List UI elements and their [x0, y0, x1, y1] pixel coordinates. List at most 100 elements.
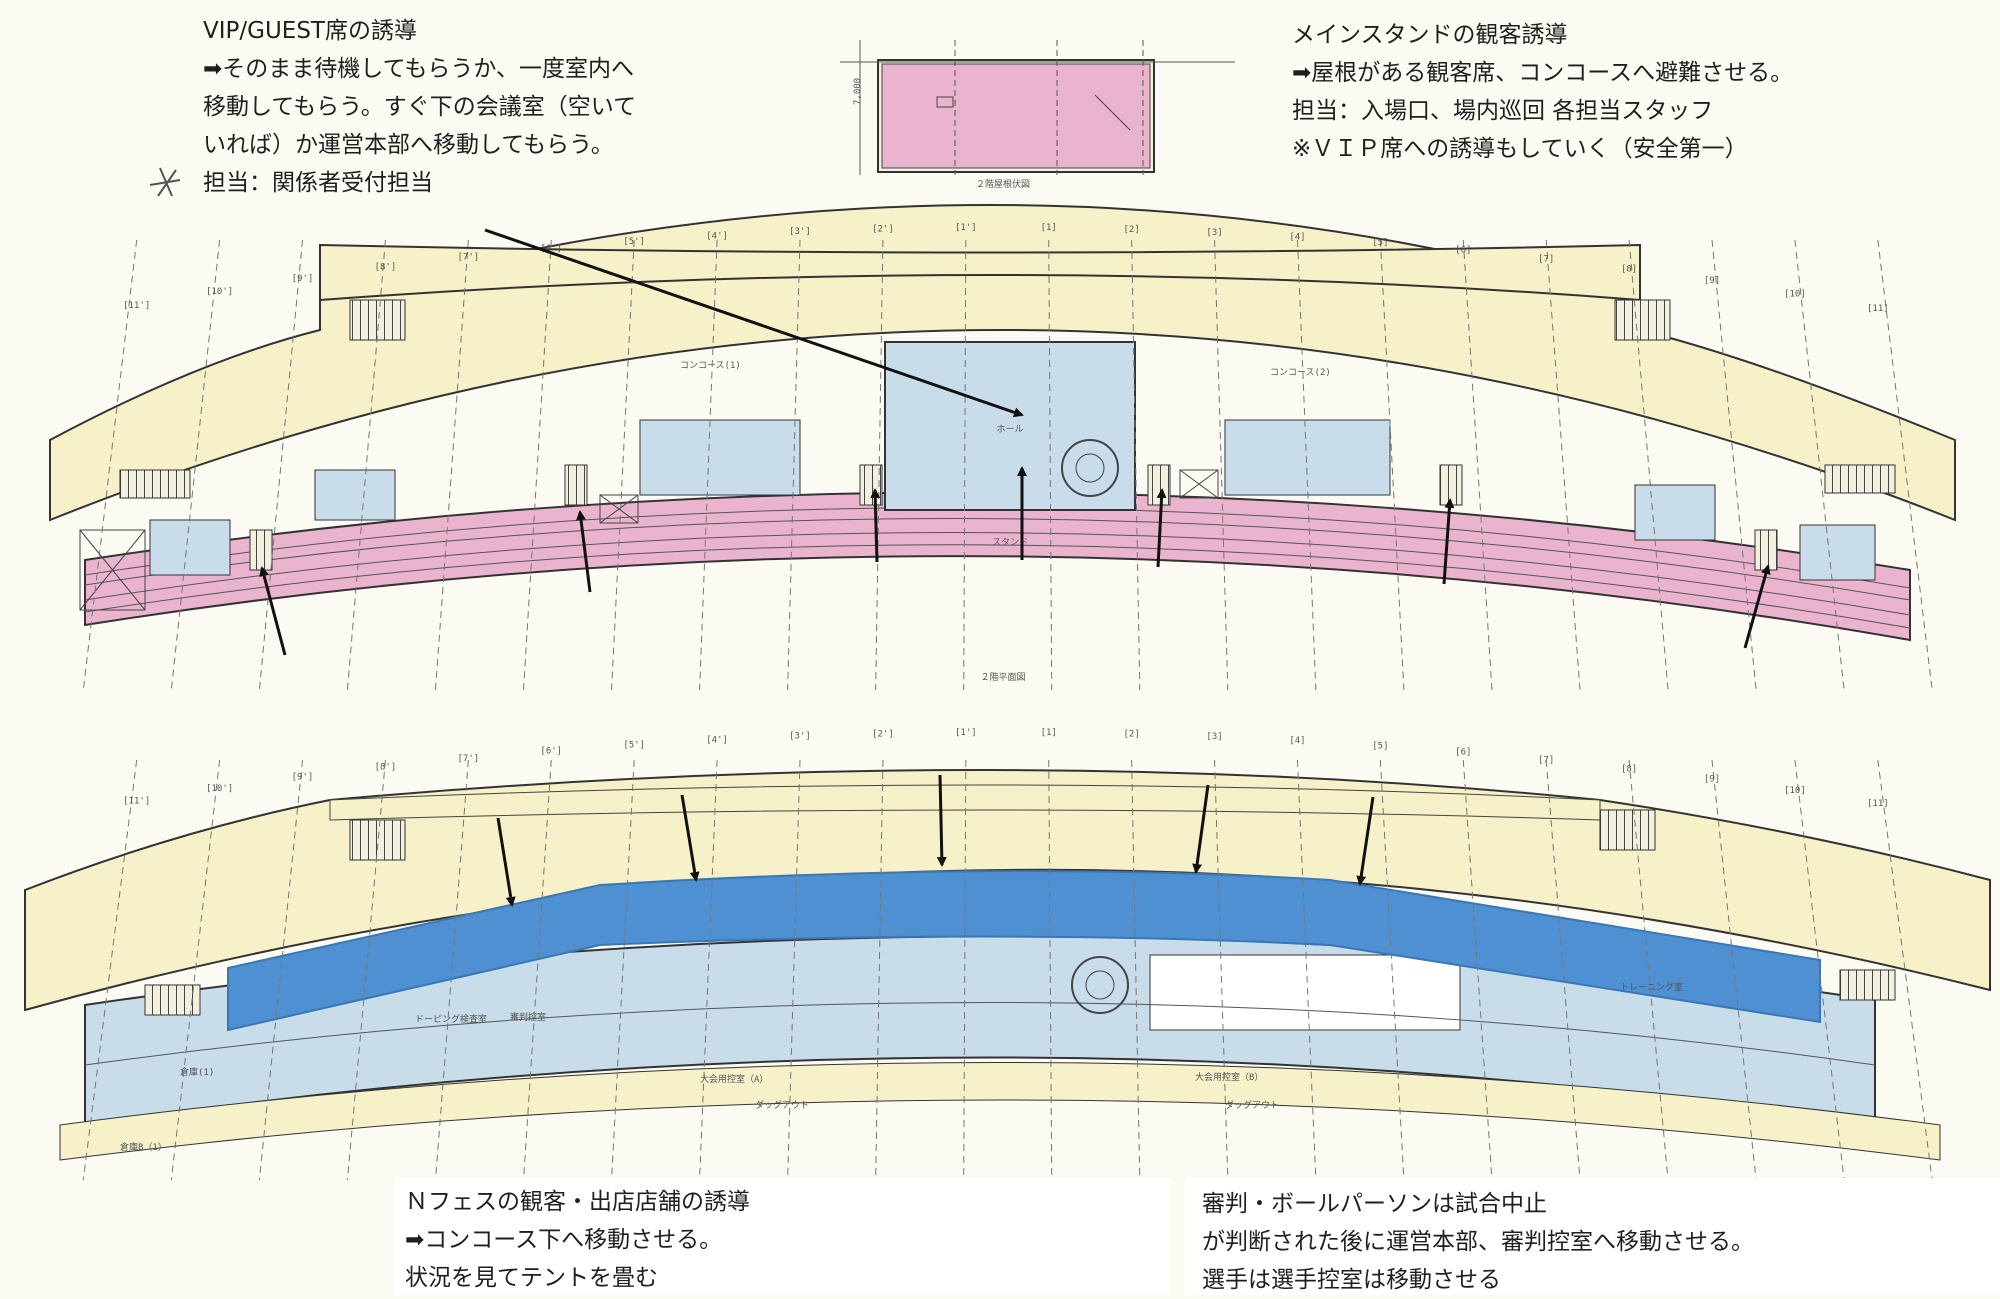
grid-label: [1]	[1041, 223, 1057, 233]
grid-line	[1379, 239, 1405, 691]
grid-line	[82, 759, 138, 1181]
nfes-note-line: 状況を見てテントを畳む	[405, 1265, 658, 1291]
grid-line	[258, 759, 304, 1181]
referee-note-line: 審判・ボールパーソンは試合中止	[1202, 1191, 1547, 1217]
grid-line	[1214, 239, 1229, 691]
grid-label: [7']	[458, 253, 480, 263]
vip-note-line: VIP/GUEST席の誘導	[203, 18, 417, 44]
grid-line	[1462, 759, 1493, 1181]
referee-note-line: 選手は選手控室は移動させる	[1202, 1267, 1501, 1293]
grid-label: [10]	[1784, 289, 1806, 299]
up-arrow-3	[870, 488, 881, 563]
grid-line	[1131, 759, 1141, 1181]
grid-line	[1877, 759, 1933, 1181]
grid-label: [1']	[955, 223, 977, 233]
grid-line	[1794, 239, 1845, 691]
grid-line	[1711, 759, 1757, 1181]
up-arrow-1	[259, 566, 287, 656]
room-warehouse-1: 倉庫(1)	[180, 1066, 214, 1078]
grid-label: [5]	[1372, 741, 1388, 751]
referee-note-line: が判断された後に運営本部、審判控室へ移動させる。	[1202, 1229, 1754, 1255]
grid-label: [4]	[1289, 736, 1305, 746]
vip-note-line: いれば）か運営本部へ移動してもらう。	[203, 132, 614, 158]
north-arrow-icon	[149, 167, 181, 197]
room-dugout-1: ダッグアウト	[755, 1099, 809, 1111]
grid-label: [9']	[292, 274, 314, 284]
grid-line	[875, 759, 884, 1181]
grid-label: [11]	[1867, 304, 1889, 314]
grid-line	[1545, 759, 1581, 1181]
grid-label: [9]	[1704, 775, 1720, 785]
grid-labels: [11'][11'][10'][10'][9'][9'][8'][8'][7']…	[123, 223, 1889, 809]
grid-line	[434, 239, 469, 691]
grid-line	[1711, 239, 1757, 691]
grid-line	[1379, 759, 1405, 1181]
grid-lines	[82, 239, 1933, 1181]
vip-pointer-arrow	[484, 228, 1024, 418]
grid-label: [4]	[1289, 232, 1305, 242]
grid-label: [5]	[1372, 238, 1388, 248]
grid-line	[1628, 239, 1669, 691]
grid-label: [3']	[789, 732, 811, 742]
grid-label: [10']	[206, 784, 233, 794]
grid-label: [9]	[1704, 276, 1720, 286]
grid-label: [8']	[375, 763, 397, 773]
room-referee: 審判控室	[510, 1011, 546, 1023]
grid-label: [7']	[458, 754, 480, 764]
vip-guest-note: VIP/GUEST席の誘導 ➡そのまま待機してもらうか、一度室内へ 移動してもら…	[203, 12, 636, 202]
referee-note: 審判・ボールパーソンは試合中止 が判断された後に運営本部、審判控室へ移動させる。…	[1202, 1185, 1754, 1299]
up-arrow-5	[1156, 488, 1167, 568]
grid-line	[963, 239, 967, 691]
grid-label: [1']	[955, 728, 977, 738]
grid-label: [5']	[623, 237, 645, 247]
grid-label: [5']	[623, 740, 645, 750]
vip-note-line: 移動してもらう。すぐ下の会議室（空いて	[203, 94, 637, 120]
down-arrow-2	[680, 794, 700, 882]
grid-label: [4']	[706, 231, 728, 241]
grid-line	[1296, 239, 1317, 691]
main-note-line: 担当：入場口、場内巡回 各担当スタッフ	[1292, 98, 1714, 124]
second-floor-caption: ２階平面図	[980, 672, 1025, 683]
grid-line	[346, 239, 386, 691]
tarp-area	[227, 870, 1821, 1032]
room-doping: ドーピング検査室	[415, 1013, 487, 1025]
room-concourse-1: コンコース(1)	[680, 361, 741, 371]
grid-label: [7]	[1538, 254, 1554, 264]
room-hall: ホール	[996, 424, 1023, 435]
nfes-note-line: ➡コンコース下へ移動させる。	[405, 1227, 723, 1253]
grid-label: [2]	[1124, 730, 1140, 740]
grid-label: [3]	[1206, 732, 1222, 742]
grid-line	[346, 759, 386, 1181]
grid-line	[1877, 239, 1933, 691]
grid-label: [2]	[1124, 225, 1140, 235]
grid-line	[434, 759, 469, 1181]
grid-line	[699, 239, 718, 691]
roof-plan-caption: ２階屋根伏図	[976, 178, 1030, 190]
grid-line	[787, 759, 801, 1181]
grid-label: [6]	[1455, 246, 1471, 256]
grid-line	[1296, 759, 1317, 1181]
grid-label: [2']	[872, 729, 894, 739]
grid-line	[787, 239, 801, 691]
grid-label: [10']	[206, 287, 233, 297]
grid-label: [8]	[1621, 764, 1637, 774]
down-arrow-4	[1192, 784, 1210, 874]
grid-line	[611, 239, 635, 691]
grid-line	[1214, 759, 1229, 1181]
grid-label: [3]	[1206, 228, 1222, 238]
dimension-label: 7,000	[853, 78, 863, 105]
nfes-note-bg	[395, 1178, 1170, 1295]
down-arrow-5	[1356, 796, 1375, 886]
grid-line	[1462, 239, 1493, 691]
grid-line	[1048, 239, 1053, 691]
main-note-line: ➡屋根がある観客席、コンコースへ避難させる。	[1292, 60, 1794, 86]
grid-label: [8]	[1621, 265, 1637, 275]
grid-label: [11']	[123, 301, 150, 311]
roof-plan-small: ２階屋根伏図 7,000	[840, 40, 1235, 190]
grid-label: [10]	[1784, 786, 1806, 796]
room-dugout-2: ダッグアウト	[1225, 1099, 1279, 1111]
main-stand-note: メインスタンドの観客誘導 ➡屋根がある観客席、コンコースへ避難させる。 担当：入…	[1292, 16, 1793, 168]
grid-line	[875, 239, 884, 691]
room-locker-a: 大会用控室（A）	[700, 1073, 768, 1085]
